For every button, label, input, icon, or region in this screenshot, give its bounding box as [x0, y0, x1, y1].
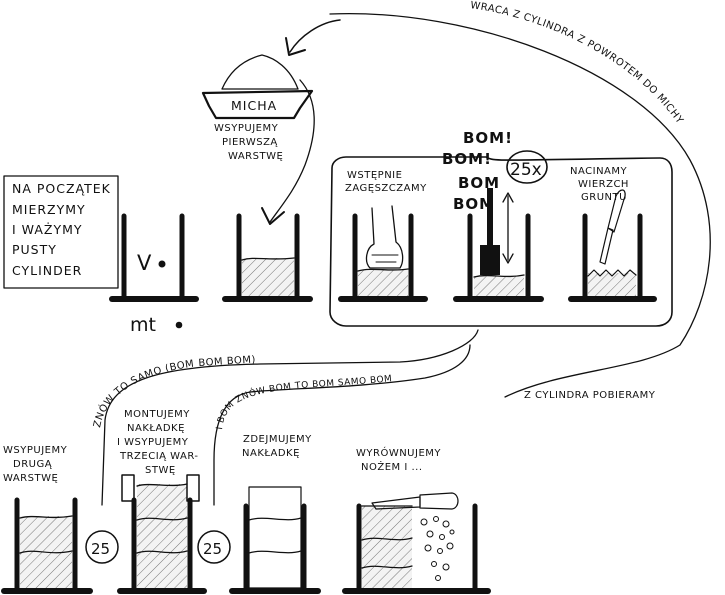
- cylinder-with-collar: [117, 474, 207, 594]
- count-badge-a-text: 25: [91, 540, 110, 558]
- volume-label: V: [137, 251, 152, 275]
- fist-icon: [365, 205, 404, 269]
- bom-line-2: BOM!: [442, 150, 492, 168]
- second-layer-line-3: WARSTWĘ: [3, 473, 58, 484]
- count-badge-b-text: 25: [203, 540, 222, 558]
- first-layer-line-1: WSYPUJEMY: [214, 123, 279, 134]
- intro-line-5: CYLINDER: [12, 263, 82, 278]
- cylinder-second-layer: [1, 497, 93, 594]
- return-arrow: [289, 19, 341, 53]
- cylinder-leveling: [342, 492, 491, 594]
- bowl-label: MICHA: [231, 98, 277, 113]
- bom-line-4: BOM: [453, 195, 495, 213]
- level-caption: WYRÓWNUJEMY NOŻEM I ...: [356, 446, 441, 473]
- bom-line-3: BOM: [458, 174, 500, 192]
- empty-cylinder: V mt: [109, 213, 199, 336]
- second-layer-line-1: WSYPUJEMY: [3, 445, 68, 456]
- same-again-curve: [101, 329, 479, 506]
- remove-collar-line-2: NAKŁADKĘ: [242, 448, 300, 459]
- cylinder-precompact: [338, 205, 428, 302]
- cylinder-collar-removed: [229, 486, 321, 594]
- intro-line-3: I WAŻYMY: [12, 222, 83, 237]
- collar-caption: MONTUJEMY NAKŁADKĘ I WSYPUJEMY TRZECIĄ W…: [117, 409, 199, 476]
- remove-collar-caption: ZDEJMUJEMY NAKŁADKĘ: [242, 434, 312, 459]
- return-to-bowl-text: WRACA Z CYLINDRA Z POWROTEM DO MICHY: [470, 0, 685, 126]
- collar-left: [121, 474, 135, 502]
- soil-layer: [242, 258, 294, 297]
- score-line-2: WIERZCH: [578, 179, 629, 190]
- precompact-line-2: ZAGĘSZCZAMY: [345, 183, 427, 194]
- collar-line-5: STWĘ: [145, 465, 176, 476]
- intro-line-1: NA POCZĄTEK: [12, 181, 111, 196]
- second-layer-caption: WSYPUJEMY DRUGĄ WARSTWĘ: [3, 445, 68, 484]
- volume-dot: [158, 260, 166, 268]
- mass-dot: [175, 321, 183, 329]
- soil-heap: [221, 54, 299, 90]
- bom-again-curve: [213, 344, 471, 506]
- cylinder-scoring: [568, 189, 657, 302]
- second-layer-line-2: DRUGĄ: [13, 459, 53, 470]
- level-line-2: NOŻEM I ...: [361, 460, 423, 473]
- bowl: MICHA: [201, 54, 314, 120]
- first-layer-line-2: PIERWSZĄ: [222, 137, 278, 148]
- knife-icon: [599, 227, 614, 265]
- bowl-to-cylinder-arrow: [269, 79, 315, 223]
- intro-note: NA POCZĄTEK MIERZYMY I WAŻYMY PUSTY CYLI…: [3, 175, 119, 289]
- rammer-icon: [480, 245, 500, 275]
- return-to-bowl-label: WRACA Z CYLINDRA Z POWROTEM DO MICHY: [470, 0, 686, 126]
- collar-right: [186, 474, 200, 502]
- count-badge-b: 25: [197, 530, 231, 564]
- bom-line-1: BOM!: [463, 129, 513, 147]
- remove-collar-line-1: ZDEJMUJEMY: [243, 434, 312, 445]
- cylinder-first-layer: [222, 213, 313, 302]
- return-to-bowl-curve: [329, 12, 711, 398]
- take-from-cylinder-label: Z CYLINDRA POBIERAMY: [524, 390, 656, 401]
- bom-again-text: I BOM ZNÓW BOM TO BOM SAMO BOM: [215, 374, 392, 430]
- intro-line-4: PUSTY: [12, 242, 57, 257]
- collar-line-2: NAKŁADKĘ: [127, 423, 185, 434]
- collar-line-4: TRZECIĄ WAR-: [119, 451, 199, 462]
- soil-crumbs: [420, 516, 455, 581]
- precompact-line-1: WSTĘPNIE: [347, 170, 402, 181]
- repeat-badge-text: 25x: [510, 160, 542, 180]
- score-line-3: GRUNTU: [581, 192, 627, 203]
- collar-line-3: I WSYPUJEMY: [117, 437, 189, 448]
- repeat-process-box: [329, 156, 673, 327]
- repeat-badge: 25x: [506, 150, 548, 184]
- first-layer-caption: WSYPUJEMY PIERWSZĄ WARSTWĘ: [214, 123, 283, 162]
- score-caption: NACINAMY WIERZCH GRUNTU: [570, 166, 629, 203]
- count-badge-a: 25: [85, 530, 119, 564]
- cylinder-rammer: [453, 188, 544, 302]
- score-line-1: NACINAMY: [570, 166, 628, 177]
- bom-again-label: I BOM ZNÓW BOM TO BOM SAMO BOM: [215, 374, 393, 430]
- intro-line-2: MIERZYMY: [12, 202, 86, 217]
- return-arrowhead: [285, 37, 306, 56]
- collar-line-1: MONTUJEMY: [124, 409, 190, 420]
- bom-text: BOM! BOM! BOM BOM: [442, 129, 513, 213]
- first-layer-line-3: WARSTWĘ: [228, 151, 283, 162]
- bowl-to-cylinder-arrowhead: [261, 207, 285, 225]
- level-line-1: WYRÓWNUJEMY: [356, 446, 441, 459]
- bowl-body: [201, 89, 314, 120]
- mass-label: mt: [130, 314, 156, 336]
- precompact-caption: WSTĘPNIE ZAGĘSZCZAMY: [345, 170, 427, 194]
